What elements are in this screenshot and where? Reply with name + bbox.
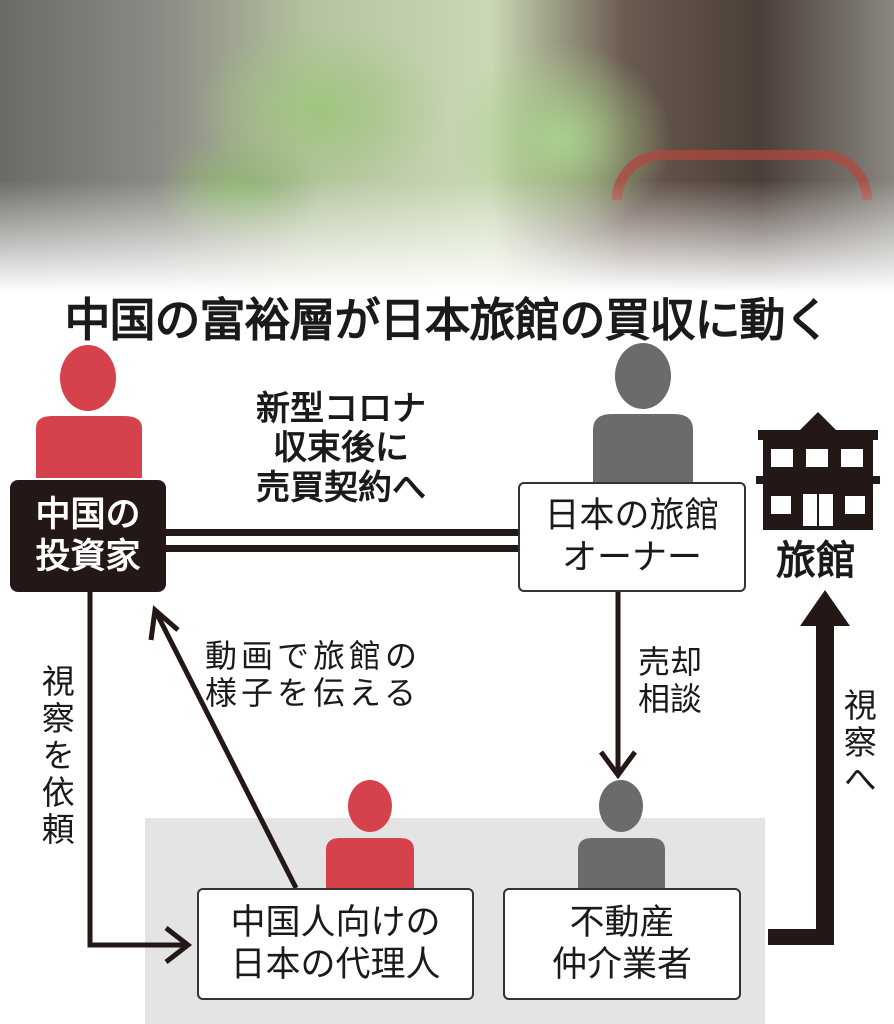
consult-label-line2: 相談 (638, 680, 703, 719)
contract-label-line1: 新型コロナ (256, 389, 426, 429)
broker-person-icon (578, 780, 665, 890)
diagram-title: 中国の富裕層が日本旅館の買収に動く (64, 293, 831, 347)
request-arrow (87, 592, 193, 964)
consult-arrow (598, 592, 638, 780)
owner-person-icon (593, 343, 693, 482)
request-label: 視察を依頼 (36, 664, 76, 849)
photo-fade (0, 180, 894, 292)
ryokan-label: 旅館 (776, 538, 856, 584)
contract-label-line2: 収束後に (273, 428, 409, 469)
consult-label-line1: 売却 (638, 643, 703, 681)
contract-connector (166, 529, 518, 552)
inspect-arrow (768, 590, 850, 945)
consult-label: 売却 相談 (638, 643, 703, 719)
agent-box: 中国人向けの 日本の代理人 (197, 888, 474, 1000)
agent-person-icon (326, 780, 414, 890)
investor-box: 中国の 投資家 (10, 480, 166, 592)
broker-box: 不動産 仲介業者 (503, 888, 741, 1000)
video-label-line1: 動画で旅館の (205, 637, 422, 675)
contract-label: 新型コロナ 収束後に 売買契約へ (236, 389, 446, 508)
contract-label-line3: 売買契約へ (256, 467, 426, 508)
investor-label-line1: 中国の (35, 495, 141, 535)
investor-person-icon (36, 345, 142, 478)
ryokan-building-icon (756, 412, 880, 530)
agent-label-line1: 中国人向けの (230, 903, 441, 943)
owner-box: 日本の旅館 オーナー (518, 482, 746, 592)
video-label: 動画で旅館の 様子を伝える (205, 637, 422, 713)
owner-label-line1: 日本の旅館 (544, 496, 720, 536)
video-label-line2: 様子を伝える (205, 674, 421, 713)
agent-label-line2: 日本の代理人 (230, 945, 441, 985)
broker-label-line2: 仲介業者 (551, 945, 692, 985)
video-arrow (148, 605, 299, 890)
inspect-label: 視察へ (838, 688, 878, 799)
owner-label-line2: オーナー (561, 538, 702, 578)
broker-label-line1: 不動産 (569, 903, 675, 943)
investor-label-line2: 投資家 (35, 537, 141, 577)
